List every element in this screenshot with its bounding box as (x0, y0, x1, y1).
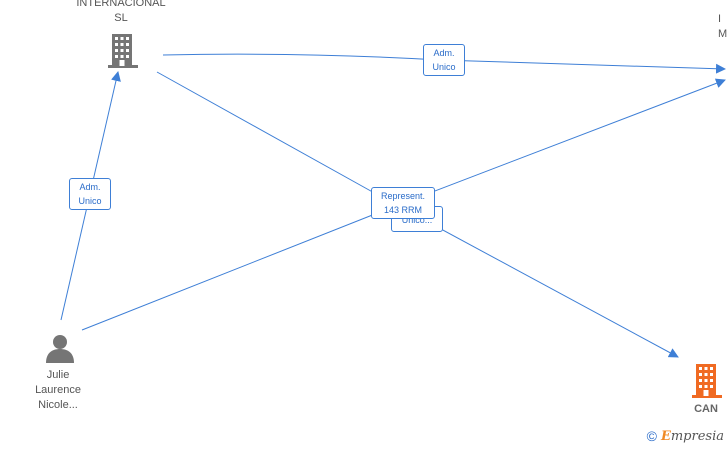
company-right-top-label: I M (718, 13, 728, 40)
edge-label-adm-unico-left[interactable]: Adm. Unico (69, 178, 111, 210)
company-top-label: INTERNACIONAL SL (76, 0, 166, 24)
building-icon[interactable] (692, 364, 722, 398)
edge-label-represent[interactable]: Represent. 143 RRM (371, 187, 435, 219)
company-bottom-label: CAN (694, 403, 718, 415)
building-icon[interactable] (108, 34, 138, 68)
person-label: Julie Laurence Nicole... (35, 369, 81, 411)
edge-company-top-to-right[interactable] (162, 53, 726, 74)
brand-logo: Empresia (660, 428, 724, 444)
watermark: © Empresia (647, 428, 724, 444)
edge-label-adm-unico-top[interactable]: Adm. Unico (423, 44, 465, 76)
copyright-icon: © (646, 428, 657, 444)
person-icon[interactable] (45, 333, 75, 363)
